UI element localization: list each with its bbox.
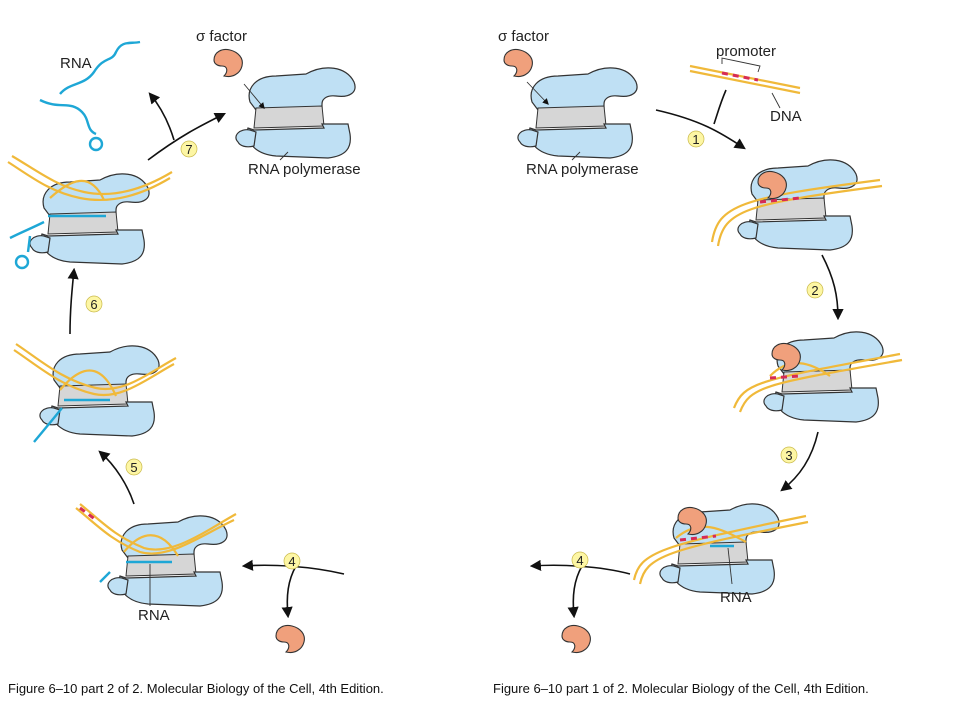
step-3-arrow: [780, 431, 819, 492]
step-6-arrow: [67, 267, 79, 335]
elongation-complex-upper: [39, 345, 160, 437]
step-1-arrow: [655, 109, 746, 150]
step-7-badge: 7: [180, 140, 198, 158]
svg-text:2: 2: [811, 283, 818, 298]
caption-right: Figure 6–10 part 1 of 2. Molecular Biolo…: [493, 681, 869, 696]
released-sigma-left: [275, 624, 305, 654]
promoter-dna: [689, 57, 801, 109]
svg-text:1: 1: [692, 132, 699, 147]
step-4-right-badge: 4: [571, 551, 589, 569]
rna-polymerase-label-right: RNA polymerase: [526, 161, 639, 178]
rna-label-released: RNA: [60, 55, 92, 72]
sigma-factor-label-right: σ factor: [498, 28, 549, 45]
sigma-factor-left-top: [213, 48, 243, 78]
step-3-badge: 3: [780, 446, 798, 464]
step-5-arrow: [98, 450, 135, 505]
free-polymerase-left: [235, 67, 356, 159]
step-7-arrow: [147, 112, 227, 161]
promoter-label: promoter: [716, 43, 776, 60]
svg-text:6: 6: [90, 297, 97, 312]
sigma-factor-right-top: [503, 48, 533, 78]
step-4-left-badge: 4: [283, 552, 301, 570]
caption-left: Figure 6–10 part 2 of 2. Molecular Biolo…: [8, 681, 384, 696]
svg-text:5: 5: [130, 460, 137, 475]
svg-text:4: 4: [576, 553, 583, 568]
free-polymerase-right: [517, 67, 638, 159]
rna-label-step3: RNA: [720, 589, 752, 606]
dna-label: DNA: [770, 108, 802, 125]
step-1-badge: 1: [687, 130, 705, 148]
step-2-arrow: [821, 254, 844, 321]
rna-label-step4-left: RNA: [138, 607, 170, 624]
step-5-badge: 5: [125, 458, 143, 476]
released-rna: [39, 40, 141, 152]
sigma-factor-label-left: σ factor: [196, 28, 247, 45]
svg-text:3: 3: [785, 448, 792, 463]
closed-complex: [737, 159, 858, 251]
rna-polymerase-label-left: RNA polymerase: [248, 161, 361, 178]
svg-text:4: 4: [288, 554, 295, 569]
svg-text:7: 7: [185, 142, 192, 157]
released-sigma-right: [561, 624, 591, 654]
step-2-badge: 2: [806, 281, 824, 299]
step-6-badge: 6: [85, 295, 103, 313]
